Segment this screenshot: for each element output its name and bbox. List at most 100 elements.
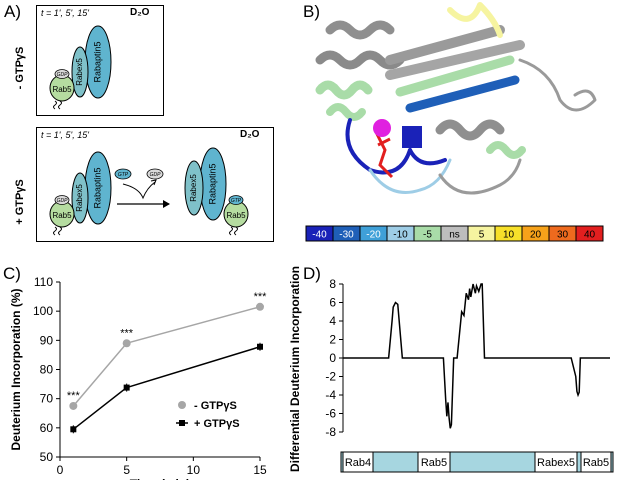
nucleotide-ligand xyxy=(373,129,394,179)
condition-minus-gtp: - GTPγS xyxy=(14,46,26,90)
scale-label: -20 xyxy=(366,230,381,241)
rabaptin5-label: Rabaptin5 xyxy=(92,41,102,82)
scale-label: 5 xyxy=(479,230,485,241)
x-tick-label: 10 xyxy=(187,463,201,477)
rabex5-label: Rabex5 xyxy=(189,174,198,202)
domain-label: Rab4 xyxy=(345,457,371,469)
domain-label: Rab5 xyxy=(421,457,447,469)
domain-box xyxy=(580,451,612,473)
rabex5-label: Rabex5 xyxy=(75,58,84,86)
scale-swatch xyxy=(575,225,604,242)
helix-green-1 xyxy=(315,80,373,100)
exchange-diagram: Rabaptin5 Rabex5 Rab5 GDP GTP GDP Rabapt… xyxy=(49,147,249,236)
scale-label: 30 xyxy=(557,230,569,241)
rabex5-shape xyxy=(71,46,89,98)
sheet-gray-1 xyxy=(385,25,505,65)
y-tick-label: 8 xyxy=(329,277,336,291)
rabex5-shape xyxy=(184,160,204,216)
scale-label: 20 xyxy=(530,230,542,241)
rab5-label: Rab5 xyxy=(52,85,72,94)
y-tick-label: 90 xyxy=(40,333,54,347)
sheet-green-1 xyxy=(395,55,515,97)
y-tick-label: -4 xyxy=(325,388,336,402)
gdp-label: GDP xyxy=(57,72,69,78)
data-point xyxy=(257,343,263,350)
scale-label: -5 xyxy=(423,230,432,241)
helix-blue-center xyxy=(402,126,422,148)
y-tick-label: 50 xyxy=(40,450,54,464)
significance-annotation: *** xyxy=(120,327,134,339)
lipid-tail-icon xyxy=(229,226,238,236)
gdp-shape xyxy=(54,69,70,79)
time-label: t = 1', 5', 15' xyxy=(41,130,89,140)
loop-gray-tail xyxy=(518,58,597,112)
y-tick-label: 100 xyxy=(33,304,53,318)
data-point xyxy=(123,384,130,391)
y-tick-label: 110 xyxy=(34,275,53,289)
panel-label-c: C) xyxy=(3,264,21,283)
gtp-shape xyxy=(228,195,244,205)
significance-annotation: *** xyxy=(67,390,81,402)
reaction-arrowhead xyxy=(163,200,170,208)
data-point xyxy=(256,302,264,311)
helix-gray-2 xyxy=(315,50,405,70)
y-tick-label: 70 xyxy=(40,392,54,406)
legend-marker xyxy=(178,401,186,409)
legend-label: - GTPγS xyxy=(194,400,237,412)
y-axis-label: Deuterium Incorporation (%) xyxy=(9,288,23,450)
scale-label: 40 xyxy=(584,230,596,241)
y-tick-label: 60 xyxy=(40,421,54,435)
panel-a-top-box: t = 1', 5', 15' D₂O Rabaptin5 Rabex5 Rab… xyxy=(36,5,164,116)
protein-structure-image xyxy=(315,2,597,195)
y-axis-label: Differential Deuterium Incorporation (%) xyxy=(288,262,302,472)
y-tick-label: -6 xyxy=(325,407,336,421)
condition-plus-gtp: + GTPγS xyxy=(14,179,26,225)
y-tick-label: 0 xyxy=(329,351,336,365)
domain-label: Rabex5 xyxy=(537,457,575,469)
rabaptin5-label: Rabaptin5 xyxy=(92,167,102,208)
complex-diagram-top: Rabaptin5 Rabex5 Rab5 GDP xyxy=(49,25,112,110)
deuterium-incorporation-chart: 5060708090100110051015Time (min)Deuteriu… xyxy=(9,275,268,480)
panel-a-bottom-box: t = 1', 5', 15' D₂O Rabaptin5 Rabex5 Rab… xyxy=(36,127,274,242)
helix-green-3 xyxy=(486,141,526,159)
magnesium-ion xyxy=(373,119,391,137)
panel-label-b: B) xyxy=(303,2,320,21)
panel-label-d: D) xyxy=(303,264,321,283)
data-point xyxy=(122,339,131,348)
gtp-in-shape xyxy=(114,168,132,180)
x-axis-label: Time (min) xyxy=(130,477,190,480)
data-point xyxy=(70,426,77,433)
y-tick-label: 6 xyxy=(329,296,336,310)
differential-line xyxy=(343,283,610,429)
gtp-in-label: GTP xyxy=(118,172,129,178)
domain-box xyxy=(534,451,578,473)
exchange-arc xyxy=(122,181,156,200)
x-tick-label: 5 xyxy=(123,463,130,477)
series-line xyxy=(72,346,261,430)
helix-green-2 xyxy=(326,103,366,121)
sheet-gray-2 xyxy=(385,40,525,80)
significance-annotation: *** xyxy=(254,291,268,303)
y-tick-label: -8 xyxy=(325,425,336,439)
x-tick-label: 15 xyxy=(253,463,267,477)
loop-blue-2 xyxy=(408,148,447,166)
solvent-label: D₂O xyxy=(240,129,260,140)
loop-gray-bottom xyxy=(438,158,522,195)
scale-label: -10 xyxy=(393,230,408,241)
data-point xyxy=(69,401,78,410)
series-line xyxy=(72,306,261,407)
gdp-release-arrowhead xyxy=(150,179,157,186)
rabex5-label: Rabex5 xyxy=(75,184,84,212)
helix-gray-3 xyxy=(435,119,505,141)
scale-label: -30 xyxy=(339,230,354,241)
helix-gray-1 xyxy=(325,20,395,40)
legend-marker xyxy=(179,420,185,426)
domain-box xyxy=(342,451,374,473)
gtp-label: GTP xyxy=(231,198,242,204)
rab5-label: Rab5 xyxy=(226,211,246,220)
sheet-blue-1 xyxy=(405,75,520,113)
x-tick-label: 0 xyxy=(57,463,64,477)
rab5-label: Rab5 xyxy=(52,211,72,220)
scale-label: -40 xyxy=(312,230,327,241)
